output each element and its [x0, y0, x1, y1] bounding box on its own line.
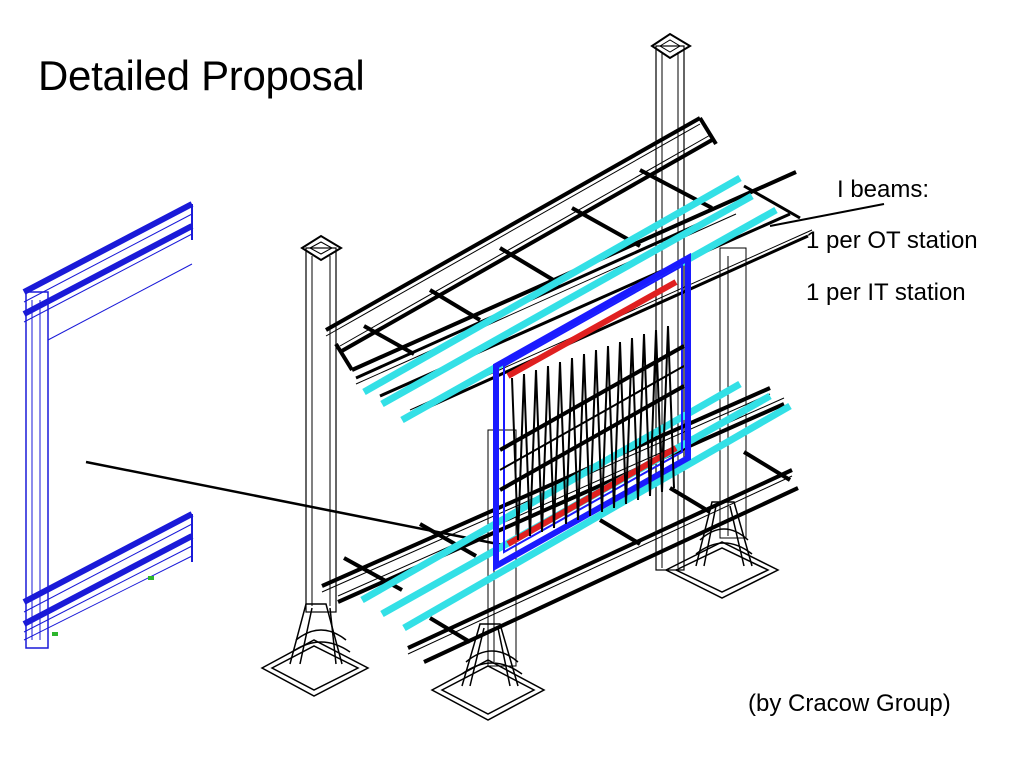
pedestal-middle	[430, 623, 546, 721]
detector-station-frame	[493, 252, 691, 572]
callout-it-station: 1 per IT station	[806, 279, 966, 306]
callout-heading: I beams:	[837, 176, 930, 203]
bottom-ladder-frame	[321, 386, 799, 664]
post-front-left	[300, 234, 343, 613]
callout-leader-line	[769, 203, 885, 227]
frame-side-view	[22, 201, 194, 649]
credit-text: (by Cracow Group)	[748, 690, 951, 717]
pedestal-left	[260, 603, 370, 697]
slide-title: Detailed Proposal	[38, 52, 365, 99]
callout-ot-station: 1 per OT station	[806, 227, 978, 254]
pedestal-right	[664, 501, 780, 599]
i-beams	[360, 174, 792, 632]
